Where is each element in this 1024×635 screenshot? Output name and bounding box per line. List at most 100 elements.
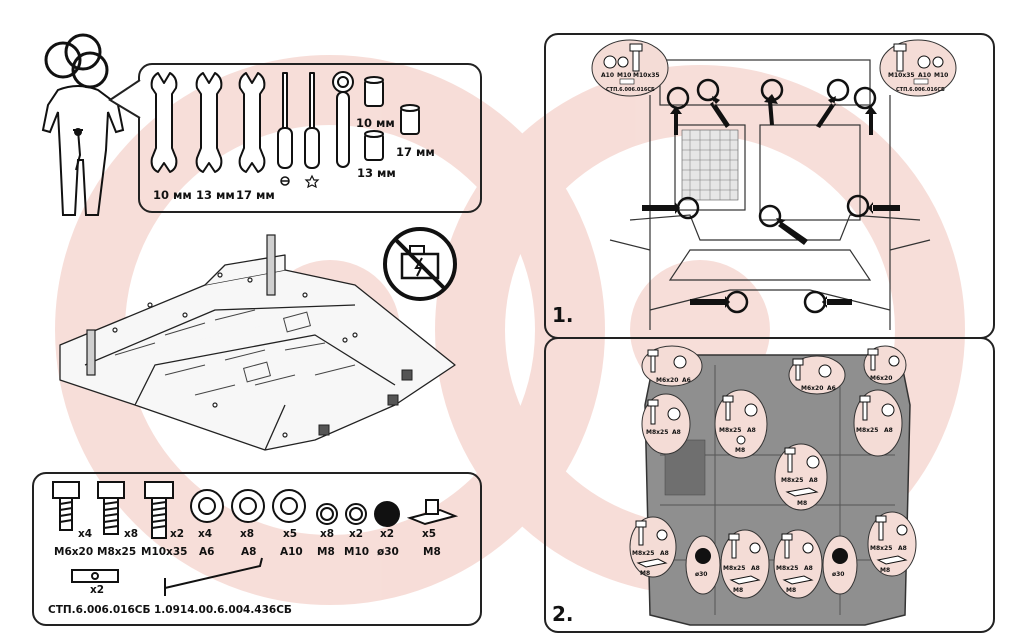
wrench-13-icon [195, 72, 223, 173]
step2-bubble-m8-low-left: M8x25 A8 M8 [629, 516, 677, 578]
socket-label-10: 10 мм [356, 116, 395, 130]
svg-text:A8: A8 [898, 545, 907, 552]
svg-text:M8: M8 [786, 587, 796, 594]
svg-text:A6: A6 [682, 377, 691, 384]
svg-text:ø30: ø30 [832, 571, 844, 578]
washer-a10-label: A10 [280, 546, 303, 558]
clip-nut-count: x5 [422, 528, 437, 540]
svg-text:СТП.6.006.016СБ: СТП.6.006.016СБ [896, 87, 945, 93]
wrench-label-13: 13 мм [196, 188, 235, 202]
spring-washer-m10-icon [345, 503, 367, 525]
step1-bubble-left: A10 M10 M10x35 СТП.6.006.016СБ [591, 39, 669, 97]
washer-a6-count: x4 [198, 528, 213, 540]
bolt-m10-icon [144, 481, 174, 539]
step2-bubble-m8-low-right: M8x25 A8 M8 [867, 511, 917, 577]
svg-text:A10: A10 [918, 72, 931, 79]
wrench-label-17: 17 мм [236, 188, 275, 202]
wrench-label-10: 10 мм [153, 188, 192, 202]
svg-text:M8: M8 [797, 500, 807, 507]
svg-text:M10x35: M10x35 [888, 72, 915, 79]
washer-a6-label: A6 [199, 546, 215, 558]
svg-text:M6x20: M6x20 [656, 377, 678, 384]
svg-text:M10x35: M10x35 [633, 72, 660, 79]
hardware-panel [32, 472, 482, 626]
bolt-m6-count: x4 [78, 528, 93, 540]
socket-label-17: 17 мм [396, 145, 435, 159]
svg-text:A8: A8 [884, 427, 893, 434]
bolt-m8-count: x8 [124, 528, 139, 540]
washer-a6-icon [190, 489, 224, 523]
washer-a8-label: A8 [241, 546, 257, 558]
socket-label-13: 13 мм [357, 166, 396, 180]
svg-text:A8: A8 [804, 565, 813, 572]
beam-icon [164, 557, 263, 596]
bracket-icon [71, 569, 119, 583]
clip-nut-label: M8 [423, 546, 441, 558]
bracket-count: x2 [90, 584, 105, 596]
socket-17-icon [400, 104, 420, 135]
svg-text:M8x25: M8x25 [870, 545, 892, 552]
step1-underbody-drawing [609, 59, 931, 330]
svg-text:M8x25: M8x25 [719, 427, 741, 434]
skid-plate-isometric [59, 234, 456, 451]
bolt-m8-label: M8x25 [97, 546, 137, 558]
svg-text:M6x20: M6x20 [801, 385, 823, 392]
plug-count: x2 [380, 528, 395, 540]
step2-bubble-m8-low-3: M8x25 A8 M8 [773, 529, 823, 599]
step1-number: 1. [552, 303, 574, 327]
step2-bubble-m6-right: M6x20 [863, 345, 907, 385]
step2-bubble-m8-3: M8x25 A8 [853, 389, 903, 457]
step2-bubble-m6-center: M6x20 A6 [788, 355, 846, 395]
spring-washer-m8-label: M8 [317, 546, 335, 558]
svg-text:M8x25: M8x25 [781, 477, 803, 484]
spring-washer-m10-label: M10 [344, 546, 370, 558]
step2-bubble-plug-left: ø30 [685, 535, 721, 595]
svg-text:A8: A8 [747, 427, 756, 434]
svg-text:M8x25: M8x25 [856, 427, 878, 434]
bolt-m6-label: M6x20 [54, 546, 94, 558]
wrench-17-icon [238, 72, 266, 173]
svg-text:M10: M10 [617, 72, 631, 79]
svg-text:M8x25: M8x25 [632, 550, 654, 557]
spring-washer-m10-count: x2 [349, 528, 364, 540]
beam-code: 1.0914.00.6.004.436СБ [154, 604, 292, 616]
svg-text:A8: A8 [751, 565, 760, 572]
svg-text:M6x20: M6x20 [870, 375, 892, 382]
washer-a8-count: x8 [240, 528, 255, 540]
step2-bubble-m8-center: M8x25 A8 M8 [774, 443, 828, 511]
svg-text:A6: A6 [827, 385, 836, 392]
step2-panel [544, 337, 995, 633]
step2-bubble-m6-left: M6x20 A6 [641, 345, 703, 387]
svg-text:M8: M8 [880, 567, 890, 574]
svg-text:M8x25: M8x25 [646, 429, 668, 436]
plug-label: ø30 [377, 546, 399, 558]
step2-number: 2. [552, 602, 574, 626]
hardware-drawing [52, 481, 459, 596]
svg-text:M8x25: M8x25 [723, 565, 745, 572]
plug-icon [374, 501, 400, 527]
svg-text:A8: A8 [809, 477, 818, 484]
bolt-m8-icon [97, 481, 125, 535]
bracket-code: СТП.6.006.016СБ [48, 604, 151, 616]
technician-figure [41, 33, 125, 216]
step1-bubble-right: M10x35 A10 M10 СТП.6.006.016СБ [879, 39, 957, 97]
step2-bubble-m8-2: M8x25 A8 M8 [714, 389, 768, 459]
no-engine-running-icon [383, 227, 457, 301]
step2-bubble-plug-right: ø30 [822, 535, 858, 595]
washer-a10-count: x5 [283, 528, 298, 540]
spring-washer-m8-count: x8 [320, 528, 335, 540]
svg-text:M8: M8 [733, 587, 743, 594]
clip-nut-icon [406, 499, 459, 526]
step2-bubble-m8-1: M8x25 A8 [641, 393, 691, 455]
svg-text:M10: M10 [934, 72, 948, 79]
svg-text:A10: A10 [601, 72, 614, 79]
bolt-m6-icon [52, 481, 80, 531]
socket-10-icon [364, 76, 384, 107]
step2-bubble-m8-low-2: M8x25 A8 M8 [720, 529, 770, 599]
svg-text:ø30: ø30 [695, 571, 707, 578]
svg-text:M8: M8 [735, 447, 745, 454]
flat-screwdriver-icon [277, 72, 293, 169]
spring-washer-m8-icon [316, 503, 338, 525]
tools-drawing [150, 71, 420, 188]
svg-text:A8: A8 [660, 550, 669, 557]
